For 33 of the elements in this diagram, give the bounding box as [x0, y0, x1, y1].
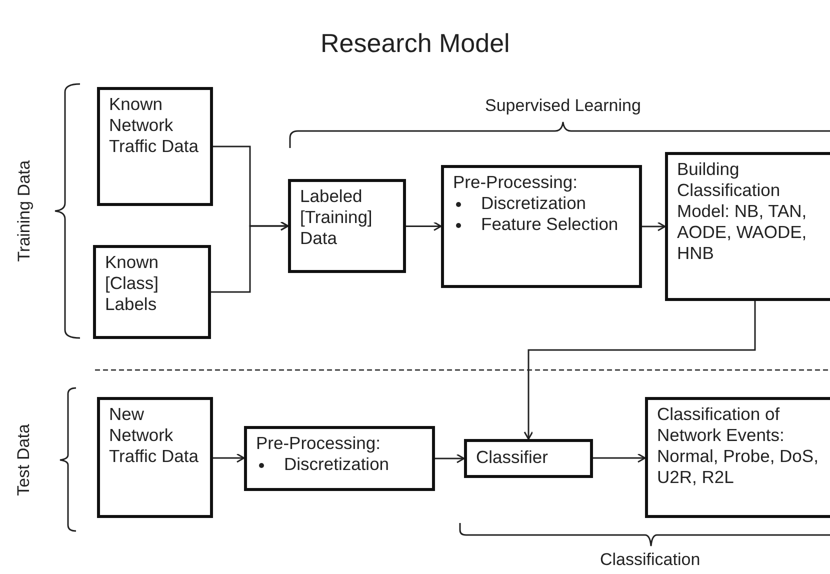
arrow: [642, 222, 666, 232]
group-label: Classification: [600, 550, 700, 570]
box-heading: Pre-Processing:: [256, 433, 382, 454]
process-box: [244, 426, 435, 491]
section-label: Training Data: [14, 160, 34, 262]
data-box: [93, 245, 211, 339]
section-label: Test Data: [14, 424, 34, 496]
box-heading: Pre-Processing:: [453, 172, 578, 193]
diagram-title: Research Model: [320, 28, 510, 59]
arrow: [406, 222, 442, 231]
data-box: [288, 179, 406, 273]
arrow: [524, 301, 756, 440]
box-text: New Network Traffic Data: [109, 404, 200, 467]
box-text: Classifier: [476, 447, 549, 468]
box-text: Building Classification Model: NB, TAN, AODE, WAODE, HNB: [677, 159, 808, 264]
data-box: [97, 397, 213, 518]
process-box: [665, 152, 830, 301]
box-text: Labeled [Training] Data: [300, 186, 374, 249]
box-text: Classification of Network Events: Normal, Probe, DoS, U2R, R2L: [657, 404, 820, 488]
list-item: Discretization: [284, 454, 390, 474]
list-item: Feature Selection: [481, 214, 618, 234]
data-box: [97, 87, 213, 206]
process-box: [441, 165, 642, 288]
arrow: [435, 454, 465, 464]
arrow: [213, 453, 245, 463]
arrow: [211, 221, 289, 293]
group-label: Supervised Learning: [485, 96, 641, 116]
result-box: [645, 397, 830, 518]
list-item: Discretization: [481, 193, 586, 213]
process-box: [464, 439, 593, 478]
box-text: Known Network Traffic Data: [109, 94, 200, 157]
box-text: Known [Class] Labels: [105, 252, 160, 315]
arrow: [593, 453, 646, 463]
